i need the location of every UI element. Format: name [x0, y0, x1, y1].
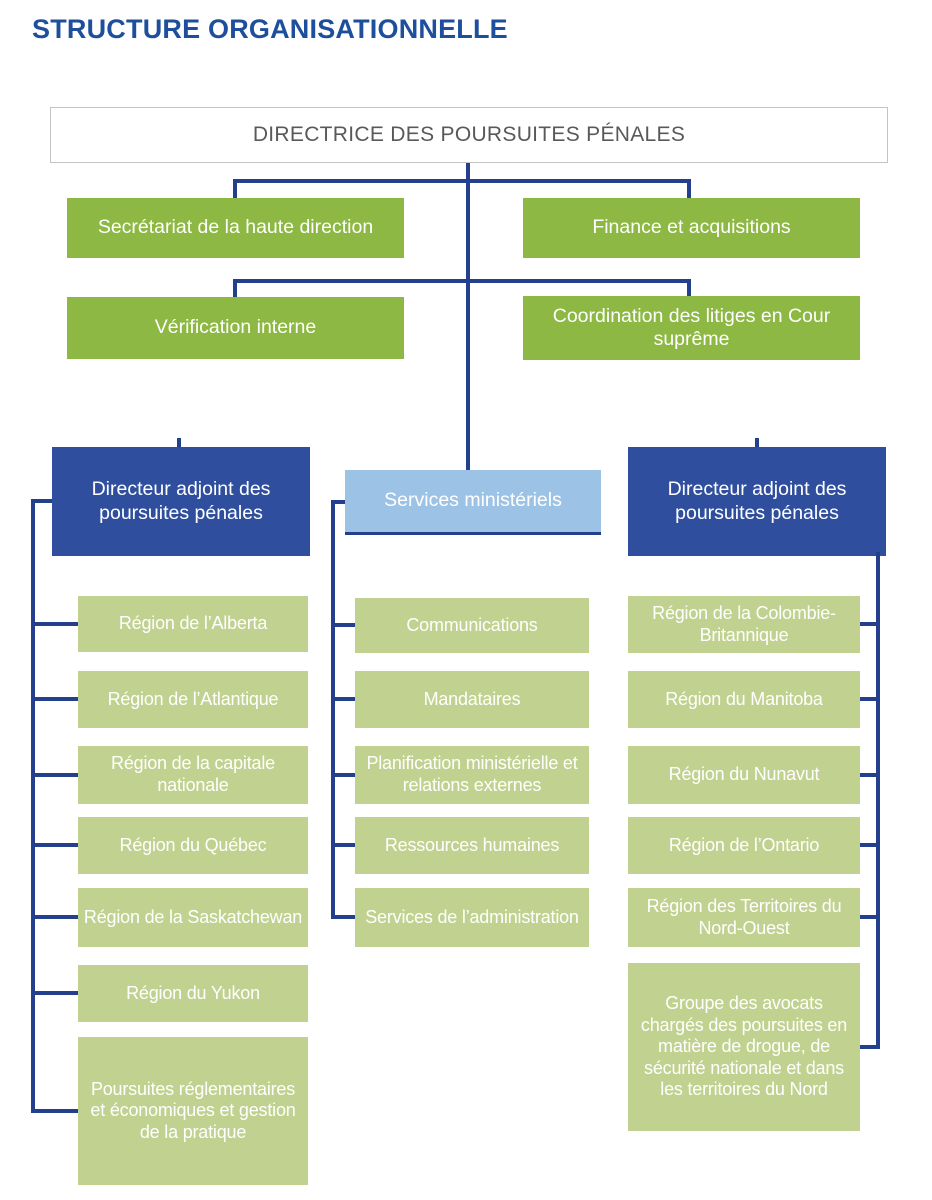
connector-left-item-stub-7	[31, 1109, 78, 1113]
connector-right-item-stub-1	[860, 622, 880, 626]
page-title: STRUCTURE ORGANISATIONNELLE	[32, 14, 508, 44]
connector-center-item-stub-4	[331, 843, 355, 847]
node-finance-acquisitions: Finance et acquisitions	[523, 198, 860, 258]
connector-left-item-stub-6	[31, 991, 78, 995]
connector-right-item-stub-4	[860, 843, 880, 847]
connector-row1-stub-left	[233, 179, 237, 199]
node-mandataires: Mandataires	[355, 671, 589, 728]
node-directeur-adjoint-left: Directeur adjoint des poursuites pénales	[52, 447, 310, 556]
connector-root-vertical	[466, 163, 470, 471]
connector-row2-horizontal	[233, 279, 691, 283]
connector-row1-stub-right	[687, 179, 691, 199]
connector-center-item-stub-2	[331, 697, 355, 701]
node-communications: Communications	[355, 598, 589, 653]
connector-right-item-stub-5	[860, 915, 880, 919]
node-ressources-humaines: Ressources humaines	[355, 817, 589, 874]
connector-righthead-notch	[755, 438, 759, 448]
node-services-ministeriels: Services ministériels	[345, 470, 601, 535]
connector-right-item-stub-3	[860, 773, 880, 777]
connector-left-item-stub-2	[31, 697, 78, 701]
connector-left-item-stub-3	[31, 773, 78, 777]
node-secretariat-haute-direction: Secrétariat de la haute direction	[67, 198, 404, 258]
node-region-capitale-nationale: Région de la capitale nationale	[78, 746, 308, 804]
node-region-territoires-nord-ouest: Région des Territoires du Nord-Ouest	[628, 888, 860, 947]
connector-center-head-stub	[331, 500, 345, 504]
connector-lefthead-notch	[177, 438, 181, 448]
node-region-manitoba: Région du Manitoba	[628, 671, 860, 728]
connector-center-item-stub-1	[331, 623, 355, 627]
connector-right-vertical	[876, 552, 880, 1049]
node-services-administration: Services de l’administration	[355, 888, 589, 947]
node-region-colombie-britannique: Région de la Colombie-Britannique	[628, 596, 860, 653]
connector-center-item-stub-5	[331, 915, 355, 919]
node-directeur-adjoint-right: Directeur adjoint des poursuites pénales	[628, 447, 886, 556]
connector-row1-horizontal	[233, 179, 691, 183]
connector-right-item-stub-2	[860, 697, 880, 701]
node-region-nunavut: Région du Nunavut	[628, 746, 860, 804]
node-directrice-poursuites-penales: DIRECTRICE DES POURSUITES PÉNALES	[50, 107, 888, 163]
connector-left-item-stub-4	[31, 843, 78, 847]
node-region-quebec: Région du Québec	[78, 817, 308, 874]
node-coordination-litiges-cour-supreme: Coordination des litiges en Cour suprême	[523, 296, 860, 360]
node-groupe-avocats-drogue-securite: Groupe des avocats chargés des poursuite…	[628, 963, 860, 1131]
connector-left-vertical	[31, 499, 35, 1113]
connector-left-head-stub	[31, 499, 52, 503]
node-region-yukon: Région du Yukon	[78, 965, 308, 1022]
node-region-ontario: Région de l’Ontario	[628, 817, 860, 874]
node-region-alberta: Région de l’Alberta	[78, 596, 308, 652]
node-verification-interne: Vérification interne	[67, 297, 404, 359]
node-region-atlantique: Région de l’Atlantique	[78, 671, 308, 728]
node-planification-ministerielle: Planification ministérielle et relations…	[355, 746, 589, 804]
connector-center-item-stub-3	[331, 773, 355, 777]
node-poursuites-reglementaires: Poursuites réglementaires et économiques…	[78, 1037, 308, 1185]
connector-left-item-stub-1	[31, 622, 78, 626]
connector-left-item-stub-5	[31, 915, 78, 919]
connector-row2-stub-left	[233, 279, 237, 298]
connector-row2-stub-right	[687, 279, 691, 298]
connector-right-item-stub-6	[860, 1045, 880, 1049]
node-region-saskatchewan: Région de la Saskatchewan	[78, 888, 308, 947]
connector-center-vertical	[331, 500, 335, 919]
